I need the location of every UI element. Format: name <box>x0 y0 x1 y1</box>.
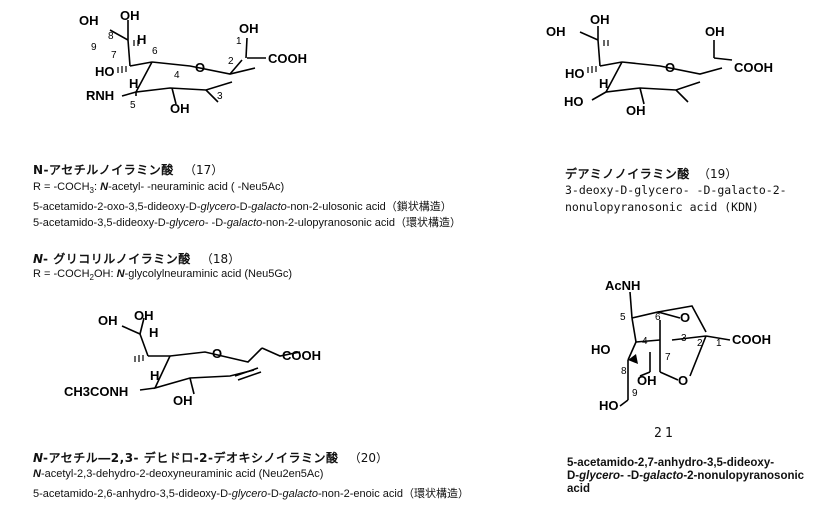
atom-oh: OH <box>546 24 566 39</box>
compound-21-line1: 5-acetamido-2,7-anhydro-3,5-dideoxy- <box>567 457 775 469</box>
atom-cooh: COOH <box>282 348 321 363</box>
atom-oh: OH <box>626 103 646 118</box>
atom-ho: HO <box>565 66 585 81</box>
atom-ho: HO <box>591 342 611 357</box>
carbon-number: 6 <box>152 46 158 57</box>
compound-21-line3: acid <box>567 483 591 495</box>
compound-21-label: 21 <box>654 426 676 441</box>
atom-ho: HO <box>564 94 584 109</box>
compound-21-name: 5-acetamido-2,7-anhydro-3,5-dideoxy- D-g… <box>567 457 804 496</box>
carbon-number: 1 <box>716 338 722 349</box>
atom-cooh: COOH <box>268 51 307 66</box>
compound-17-line1: R = -COCH3: N-acetyl- -neuraminic acid (… <box>33 181 285 196</box>
carbon-number: 9 <box>632 388 638 399</box>
atom-oh: OH <box>637 373 657 388</box>
compound-17-line2: 5-acetamido-2-oxo-3,5-dideoxy-D-glycero-… <box>33 201 452 213</box>
compound-20-line1: N-acetyl-2,3-dehydro-2-deoxyneuraminic a… <box>33 468 324 480</box>
atom-oh: OH <box>170 101 190 116</box>
atom-cooh: COOH <box>734 60 773 75</box>
carbon-number: 5 <box>620 312 626 323</box>
carbon-number: 1 <box>236 36 242 47</box>
atom-ring-o: O <box>195 60 205 75</box>
atom-ring-o: O <box>678 373 688 388</box>
atom-h: H <box>150 368 159 383</box>
carbon-number: 3 <box>217 91 223 102</box>
carbon-number: 7 <box>665 352 671 363</box>
compound-21-line2: D-glycero- -D-galacto-2-nonulopyranosoni… <box>567 470 805 482</box>
compound-19-title: デアミノノイラミン酸 （19） <box>565 167 738 181</box>
carbon-number: 2 <box>228 56 234 67</box>
atom-oh: OH <box>705 24 725 39</box>
compound-19-line1: 3-deoxy-D-glycero- -D-galacto-2- <box>565 183 787 197</box>
atom-oh: OH <box>239 21 259 36</box>
compound-18-title: N- グリコリルノイラミン酸 （18） <box>33 252 241 266</box>
atom-ring-o: O <box>665 60 675 75</box>
atom-cooh: COOH <box>732 332 771 347</box>
atom-h: H <box>149 325 158 340</box>
atom-oh: OH <box>120 8 140 23</box>
atom-rnh: RNH <box>86 88 114 103</box>
carbon-number: 6 <box>655 312 661 323</box>
carbon-number: 5 <box>130 100 136 111</box>
atom-acetamido: CH3CONH <box>64 384 128 399</box>
carbon-number: 8 <box>108 31 114 42</box>
atom-h: H <box>599 76 608 91</box>
atom-h: H <box>137 32 146 47</box>
carbon-number: 4 <box>642 336 648 347</box>
compound-20-line2: 5-acetamido-2,6-anhydro-3,5-dideoxy-D-gl… <box>33 488 469 500</box>
atom-oh: OH <box>590 12 610 27</box>
atom-ho: HO <box>95 64 115 79</box>
carbon-number: 8 <box>621 366 627 377</box>
atom-oh: OH <box>98 313 118 328</box>
carbon-number: 4 <box>174 70 180 81</box>
carbon-number: 9 <box>91 42 97 53</box>
atom-h: H <box>129 76 138 91</box>
atom-ho: HO <box>599 398 619 413</box>
compound-18-line1: R = -COCH2OH: N-glycolylneuraminic acid … <box>33 268 293 283</box>
atom-acetamido: AcNH <box>605 278 640 293</box>
carbon-number: 7 <box>111 50 117 61</box>
atom-oh: OH <box>79 13 99 28</box>
atom-ring-o: O <box>212 346 222 361</box>
atom-oh: OH <box>134 308 154 323</box>
atom-oh: OH <box>173 393 193 408</box>
compound-17-title: N-アセチルノイラミン酸 （17） <box>33 163 224 177</box>
compound-19-line2: nonulopyranosonic acid (KDN) <box>565 200 759 214</box>
carbon-number: 3 <box>681 333 687 344</box>
atom-ring-o: O <box>680 310 690 325</box>
compound-20-title: N-アセチル―2,3- デヒドロ-2-デオキシノイラミン酸 （20） <box>33 451 388 465</box>
compound-17-line3: 5-acetamido-3,5-dideoxy-D-glycero- -D-ga… <box>33 217 461 229</box>
carbon-number: 2 <box>697 338 703 349</box>
